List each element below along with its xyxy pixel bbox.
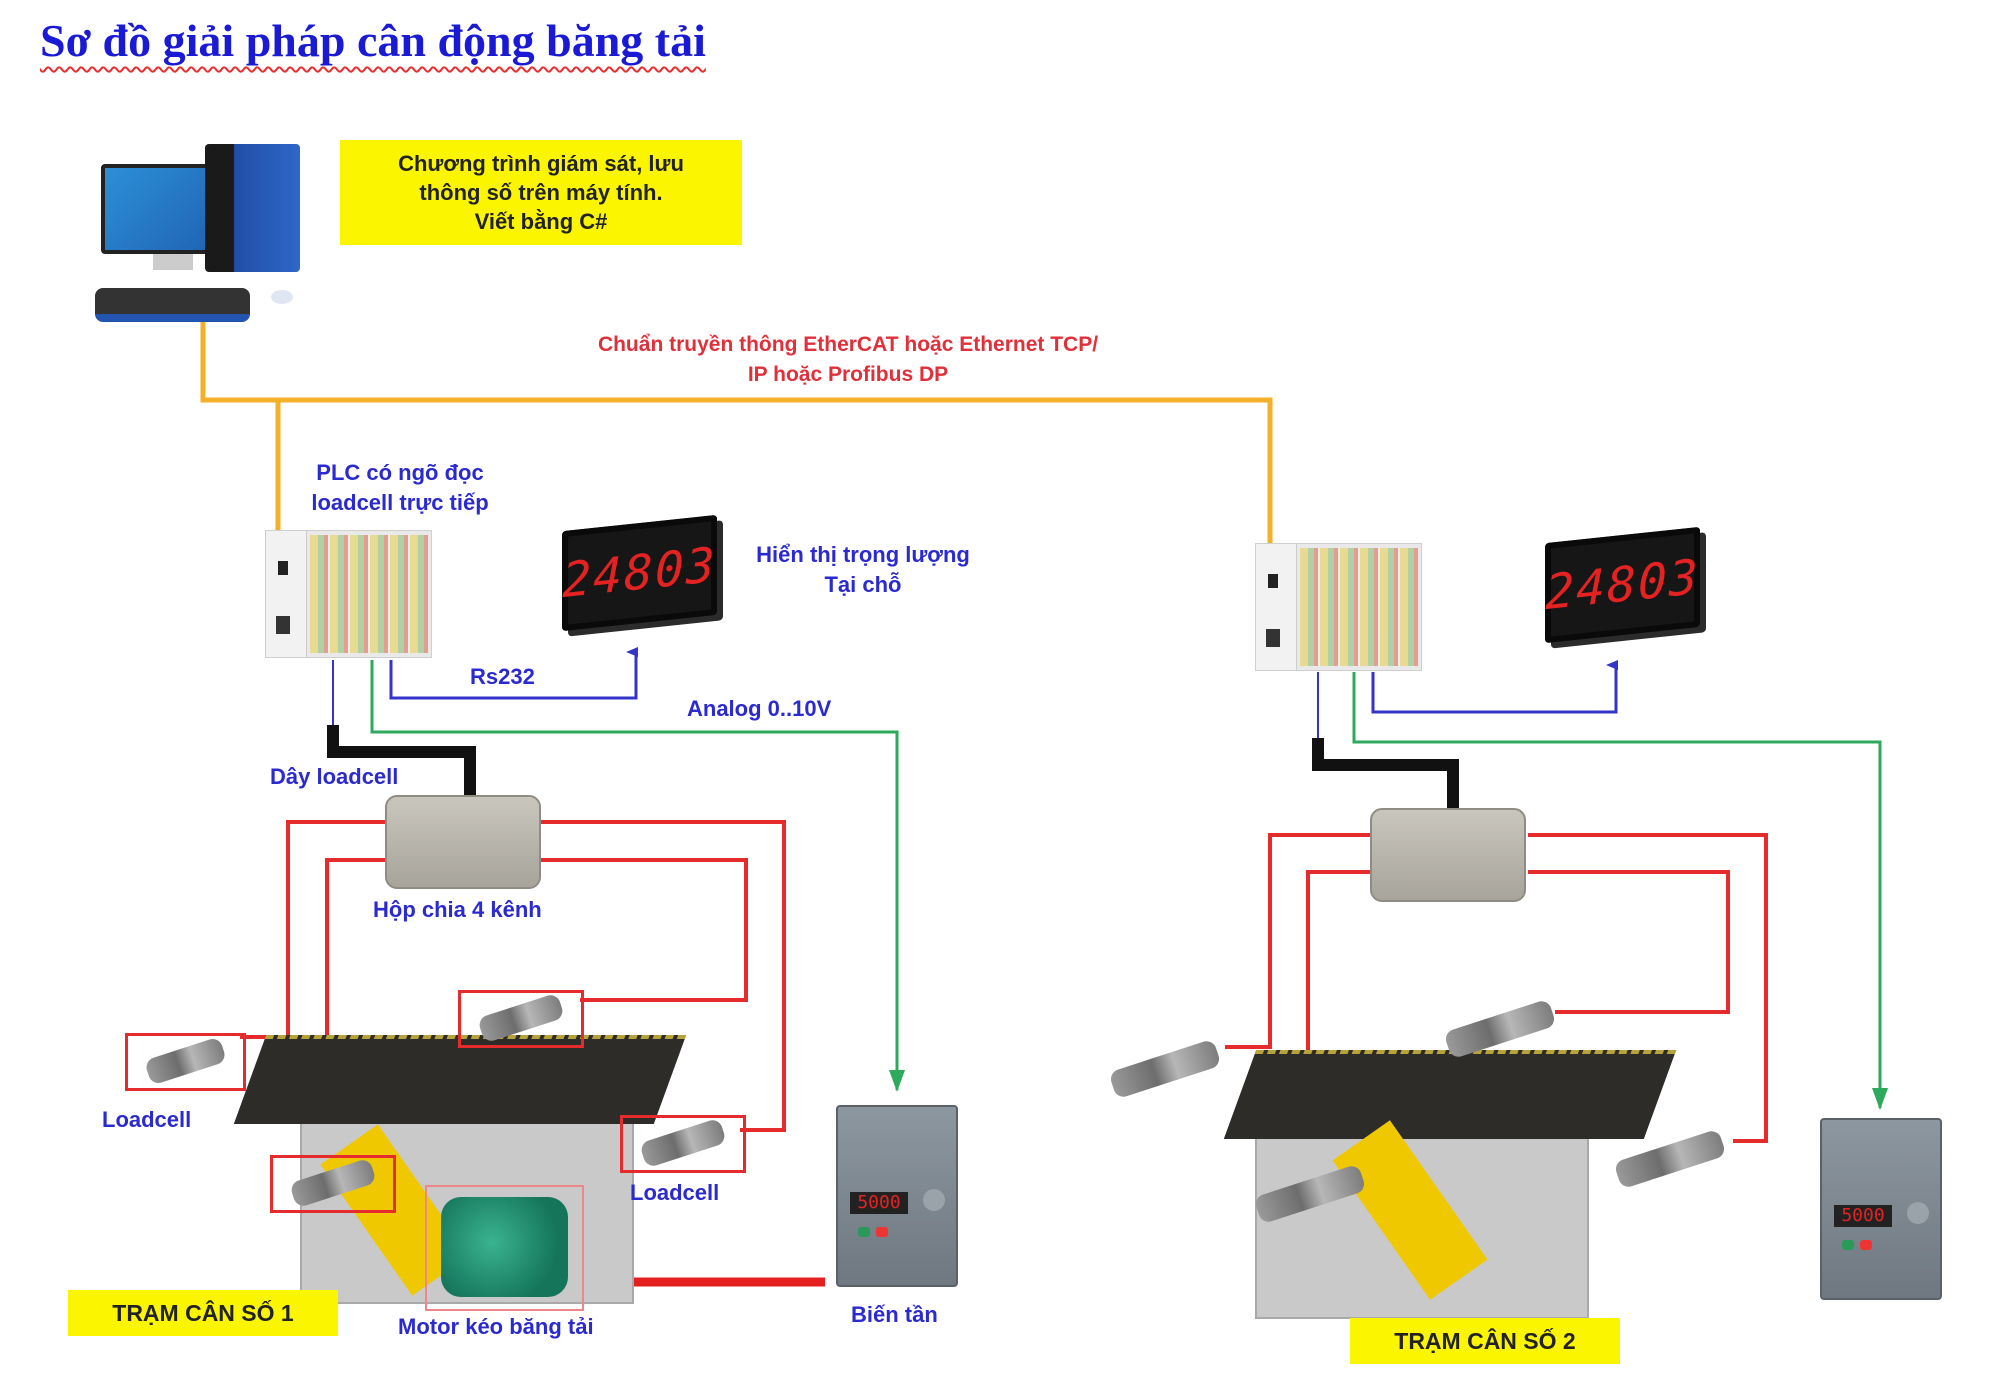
loadcell-cable-2 [1312,738,1459,810]
rs232-wire-1 [389,647,638,700]
plc-label: PLC có ngõ đọc loadcell trực tiếp [290,458,510,518]
network-protocol-label: Chuẩn truyền thông EtherCAT hoặc Etherne… [548,330,1148,390]
pc-note-line: Chương trình giám sát, lưu [398,151,684,176]
plc-terminals-2 [1300,548,1418,666]
weight-display-2: 24803 [1545,526,1700,644]
loadcell-frame [125,1033,246,1091]
rs232-wire-2 [1371,660,1618,714]
conveyor-belt-1 [233,1035,687,1124]
vfd-display: 5000 [1834,1205,1892,1227]
network-label-line: IP hoặc Profibus DP [747,363,949,386]
vfd-1: 5000 [836,1105,958,1287]
analog-label: Analog 0..10V [687,696,832,721]
weight-display-1: 24803 [562,514,717,632]
vfd-label: Biến tần [851,1302,938,1327]
loadcell-frame [620,1115,746,1173]
pc-note-line: thông số trên máy tính. [419,180,663,205]
analog-wire-1 [370,660,905,1092]
desktop-computer-icon [93,140,308,322]
motor-icon [441,1197,568,1297]
station-2-label: TRẠM CÂN SỐ 2 [1350,1318,1620,1364]
loadcell-frame [458,990,584,1048]
loadcell-frame [270,1155,396,1213]
loadcell-cable-1 [327,725,476,800]
rs232-label: Rs232 [470,664,535,689]
plc-label-line: loadcell trực tiếp [311,490,489,515]
junction-box-2 [1370,808,1526,902]
weight-display-value: 24803 [562,536,717,610]
plc-terminals-1 [310,535,428,653]
vfd-2: 5000 [1820,1118,1942,1300]
plc-label-line: PLC có ngõ đọc [316,460,484,485]
network-label-line: Chuẩn truyền thông EtherCAT hoặc Etherne… [597,333,1099,356]
motor-label: Motor kéo băng tải [398,1314,594,1339]
weight-display-label: Hiển thị trọng lượng Tại chỗ [738,540,988,600]
loadcell-cable-label: Dây loadcell [270,764,399,789]
junction-box-label: Hộp chia 4 kênh [373,897,542,922]
conveyor-belt-2 [1223,1050,1677,1139]
weight-display-value: 24803 [1545,548,1700,622]
loadcell-label: Loadcell [102,1107,192,1132]
loadcell-wires-1 [240,820,786,1192]
pc-software-note: Chương trình giám sát, lưu thông số trên… [340,140,742,245]
junction-box-1 [385,795,541,889]
motor-frame [425,1185,584,1311]
page-title: Sơ đồ giải pháp cân động băng tải [40,15,706,66]
station-1-label: TRẠM CÂN SỐ 1 [68,1290,338,1336]
display-label-line: Tại chỗ [824,572,902,597]
loadcell-label: Loadcell [630,1180,720,1205]
analog-wire-2 [1352,672,1888,1110]
pc-note-line: Viết bằng C# [474,209,608,234]
vfd-display: 5000 [850,1192,908,1214]
display-label-line: Hiển thị trọng lượng [756,542,970,567]
